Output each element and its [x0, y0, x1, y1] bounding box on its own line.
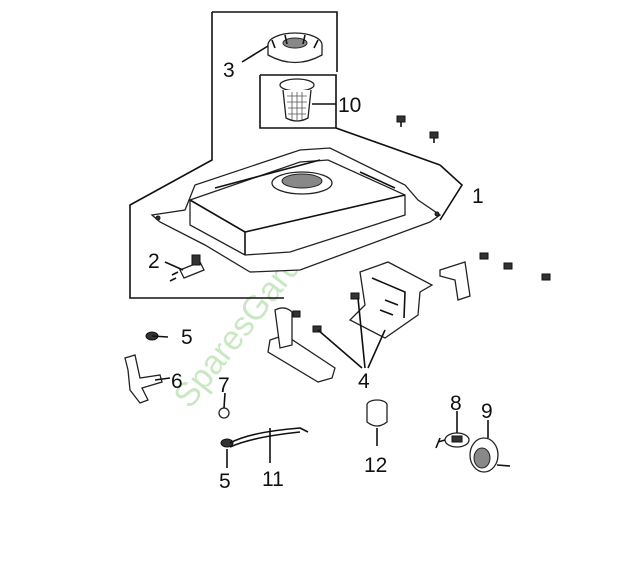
oil-sensor-part	[435, 432, 470, 449]
bushing-part	[366, 399, 388, 427]
leader-lines	[151, 45, 489, 468]
bolt-parts	[292, 115, 551, 333]
fuel-strainer-part	[279, 78, 315, 122]
fuel-cap-part	[267, 32, 323, 64]
callout-5-upper: 5	[181, 326, 193, 349]
callout-12: 12	[364, 454, 387, 477]
callout-3: 3	[223, 59, 235, 82]
callout-9: 9	[481, 400, 493, 423]
callout-8: 8	[450, 392, 462, 415]
washer-part	[218, 407, 230, 419]
mounting-bracket-parts	[267, 261, 471, 383]
fuel-valve-part	[169, 254, 205, 282]
fuel-tank-part	[150, 147, 442, 273]
callout-2: 2	[148, 250, 160, 273]
tank-leader-line	[439, 164, 464, 221]
callout-6: 6	[171, 370, 183, 393]
callout-11: 11	[262, 468, 284, 491]
callout-10: 10	[338, 94, 361, 117]
fuel-hose-part	[124, 354, 163, 404]
cover-cap-part	[469, 437, 511, 473]
assembly-bracket-line	[129, 11, 338, 299]
callout-4: 4	[358, 370, 370, 393]
callout-5-lower: 5	[219, 470, 231, 493]
callout-1: 1	[472, 185, 484, 208]
callout-7: 7	[218, 374, 230, 397]
fuel-pipe-part	[229, 427, 309, 448]
filter-box-line	[259, 74, 441, 166]
